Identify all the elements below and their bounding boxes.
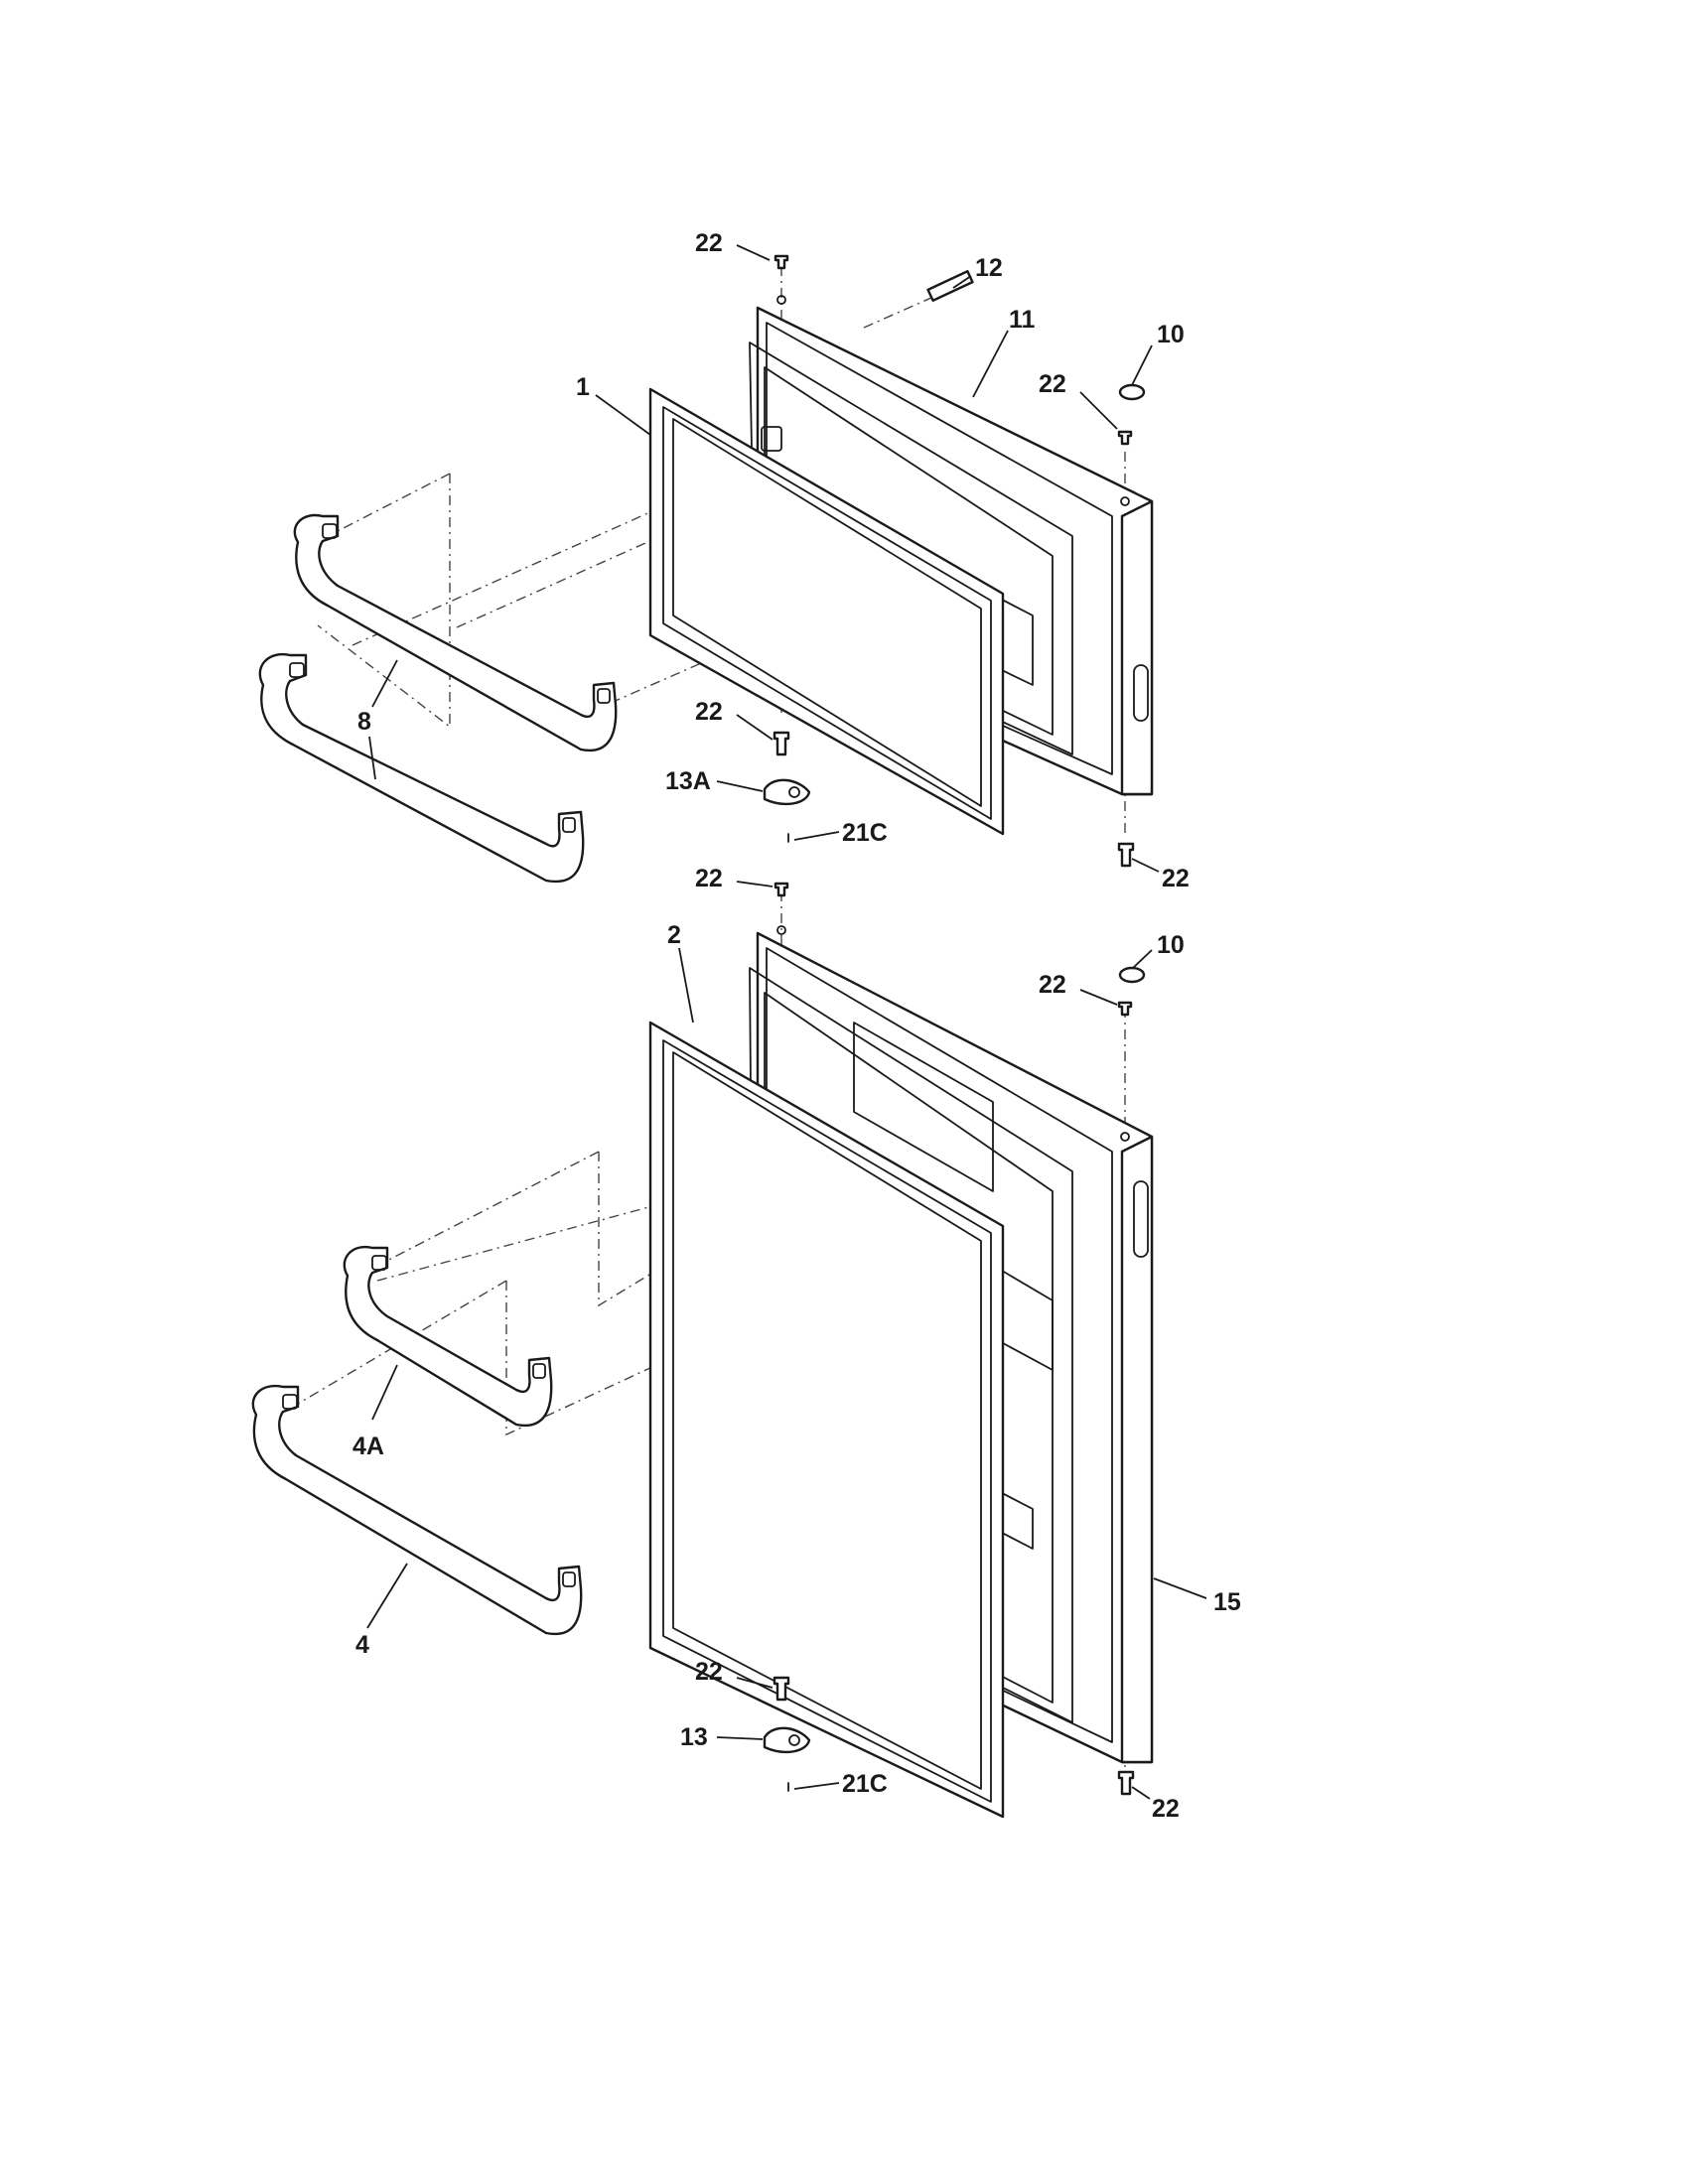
- fresh-food-hardware: [763, 882, 1146, 1796]
- callout-22: 22: [695, 698, 723, 726]
- screw-icon: [1117, 430, 1133, 446]
- callout-22: 22: [1152, 1795, 1180, 1823]
- callout-13: 13: [680, 1723, 708, 1751]
- fresh-food-door-shelf-upper: [343, 1245, 553, 1428]
- hinge-pin-icon: [1117, 1770, 1135, 1796]
- label-plate-icon: [926, 270, 974, 302]
- freezer-hardware: [763, 254, 1146, 868]
- callout-4a: 4A: [352, 1433, 384, 1460]
- screw-icon: [774, 882, 789, 897]
- callout-8: 8: [357, 708, 371, 736]
- freezer-door-gasket: [648, 387, 1005, 836]
- freezer-door-shelf-lower: [258, 652, 585, 884]
- callout-22: 22: [1039, 370, 1066, 398]
- callout-21c: 21C: [842, 819, 888, 847]
- callout-12: 12: [975, 254, 1003, 282]
- hinge-pin-icon: [773, 1676, 790, 1702]
- cap-icon: [1118, 966, 1146, 984]
- fresh-food-callouts: 22 2 10 22 4A 4 15 22 13 21C 22: [352, 865, 1241, 1823]
- callout-4: 4: [355, 1631, 369, 1659]
- callout-22: 22: [695, 229, 723, 257]
- fresh-food-door-shelf-lower: [251, 1384, 583, 1636]
- callout-22: 22: [695, 1658, 723, 1686]
- fresh-food-door-gasket: [648, 1021, 1005, 1819]
- callout-22: 22: [1039, 971, 1066, 999]
- hinge-bracket-icon: [763, 778, 811, 806]
- callout-1: 1: [576, 373, 590, 401]
- callout-10: 10: [1157, 321, 1185, 348]
- callout-22: 22: [695, 865, 723, 892]
- cap-icon: [1118, 383, 1146, 401]
- callout-22: 22: [1162, 865, 1190, 892]
- hinge-pin-icon: [773, 731, 790, 756]
- hinge-pin-icon: [1117, 842, 1135, 868]
- callout-2: 2: [667, 921, 681, 949]
- screw-icon: [1117, 1001, 1133, 1017]
- callout-10: 10: [1157, 931, 1185, 959]
- freezer-callouts: 22 12 11 10 22 1 8 22 13A 21C 22: [357, 229, 1190, 892]
- freezer-door-shelf-upper: [293, 513, 618, 752]
- callout-11: 11: [1009, 306, 1036, 334]
- callout-21c: 21C: [842, 1770, 888, 1798]
- callout-13a: 13A: [665, 767, 711, 795]
- callout-15: 15: [1213, 1588, 1241, 1616]
- fresh-food-door-assembly: 22 2 10 22 4A 4 15 22 13 21C 22: [251, 865, 1241, 1823]
- freezer-door-assembly: 22 12 11 10 22 1 8 22 13A 21C 22: [258, 229, 1190, 892]
- screw-icon: [774, 254, 789, 270]
- hinge-bracket-icon: [763, 1726, 811, 1754]
